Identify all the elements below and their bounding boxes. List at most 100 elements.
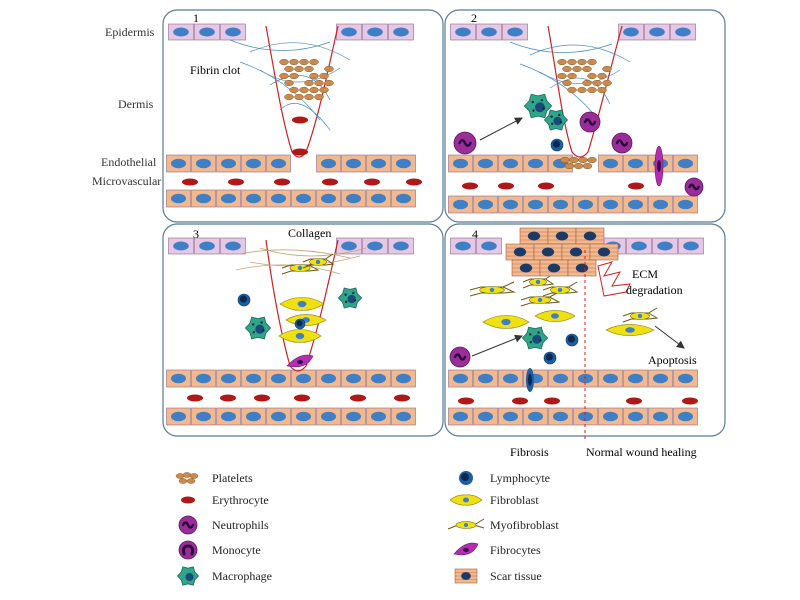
cell-row — [166, 407, 416, 426]
nucleus — [196, 193, 211, 204]
scar-nucleus — [513, 247, 527, 257]
neutrophil — [579, 111, 601, 133]
erythrocyte — [182, 178, 198, 186]
platelet — [582, 79, 592, 87]
nucleus — [678, 411, 693, 422]
platelet — [175, 473, 185, 479]
nucleus — [478, 158, 493, 169]
nucleus — [653, 373, 668, 384]
fibroblast — [278, 329, 322, 343]
nucleus — [603, 411, 618, 422]
nucleus — [367, 27, 383, 37]
nucleus — [196, 411, 211, 422]
nucleus — [221, 158, 236, 169]
nucleus — [578, 199, 593, 210]
nucleus — [396, 158, 411, 169]
nucleus — [528, 199, 543, 210]
platelet — [279, 58, 289, 66]
lymphocyte-icon — [459, 471, 473, 485]
platelet — [587, 58, 597, 66]
nucleus — [346, 158, 361, 169]
scar-block — [505, 243, 535, 261]
erythrocyte — [322, 178, 338, 186]
nucleus — [453, 411, 468, 422]
macrophage-nucleus — [535, 102, 545, 113]
cell-row — [336, 23, 414, 41]
nucleus — [507, 27, 523, 37]
macrophage — [543, 109, 569, 131]
erythrocyte — [544, 397, 560, 405]
nucleus — [321, 411, 336, 422]
erythrocyte — [181, 496, 195, 504]
scar-block — [589, 243, 619, 261]
nucleus — [246, 373, 261, 384]
nucleus — [678, 373, 693, 384]
erythrocyte — [458, 397, 474, 405]
legend-item: Fibroblast — [449, 493, 539, 507]
nucleus — [678, 158, 693, 169]
erythrocyte — [498, 182, 514, 190]
fibrin-mesh-panel-1 — [229, 39, 351, 131]
lymphocyte-nucleus — [528, 374, 532, 386]
wound-edge-panel-2 — [547, 25, 623, 158]
nucleus — [503, 158, 518, 169]
macrophage-nucleus — [347, 294, 356, 304]
lymphocyte — [565, 333, 579, 347]
platelet — [289, 86, 299, 94]
nucleus — [171, 411, 186, 422]
neutrophil-nucleus — [583, 118, 597, 126]
granule — [559, 121, 563, 124]
myofibroblast-nucleus — [535, 279, 541, 285]
lymphocyte — [294, 318, 306, 330]
legend: PlateletsErythrocyteNeutrophilsMonocyteM… — [175, 471, 559, 586]
panel-3-number: 3 — [193, 227, 199, 241]
erythrocyte — [220, 394, 236, 402]
cell-row — [166, 369, 416, 388]
label-epidermis: Epidermis — [105, 25, 155, 39]
fibroblast-nucleus — [463, 497, 469, 503]
nucleus — [653, 199, 668, 210]
nucleus — [246, 411, 261, 422]
nucleus — [199, 27, 215, 37]
legend-label: Myofibroblast — [490, 518, 559, 532]
platelet — [186, 478, 196, 484]
erythrocyte — [274, 178, 290, 186]
nucleus — [653, 411, 668, 422]
nucleus — [221, 373, 236, 384]
nucleus — [455, 241, 471, 251]
platelet — [578, 156, 588, 164]
platelet — [299, 58, 309, 66]
nucleus — [553, 411, 568, 422]
ecm-label-line1: ECM — [632, 267, 658, 281]
platelet — [178, 478, 188, 484]
cell-row — [336, 237, 414, 255]
scar-block — [533, 243, 563, 261]
nucleus — [341, 241, 357, 251]
cell-row — [450, 237, 502, 255]
nucleus — [367, 241, 383, 251]
neutrophil — [453, 131, 477, 155]
scar-block — [567, 259, 597, 277]
nucleus — [296, 373, 311, 384]
platelet — [557, 72, 567, 80]
monocyte-nucleus — [182, 544, 194, 556]
legend-label: Neutrophils — [212, 518, 269, 532]
nucleus — [553, 199, 568, 210]
neutrophil-nucleus — [615, 139, 629, 147]
scar-tissue — [505, 227, 619, 277]
wound-edge-panel-1 — [265, 25, 339, 158]
cell-row — [166, 154, 416, 173]
nucleus — [221, 193, 236, 204]
cell-row — [448, 407, 698, 426]
platelet — [587, 156, 597, 164]
cell-row — [448, 154, 698, 173]
platelet-clumps — [279, 58, 612, 170]
label-endothelial: Endothelial — [101, 155, 157, 169]
granule — [531, 100, 534, 104]
cell-row — [450, 23, 528, 41]
platelet — [577, 86, 587, 94]
fibrocyte-icon — [453, 542, 479, 556]
platelet — [182, 472, 192, 478]
nucleus — [481, 241, 497, 251]
nucleus — [478, 411, 493, 422]
